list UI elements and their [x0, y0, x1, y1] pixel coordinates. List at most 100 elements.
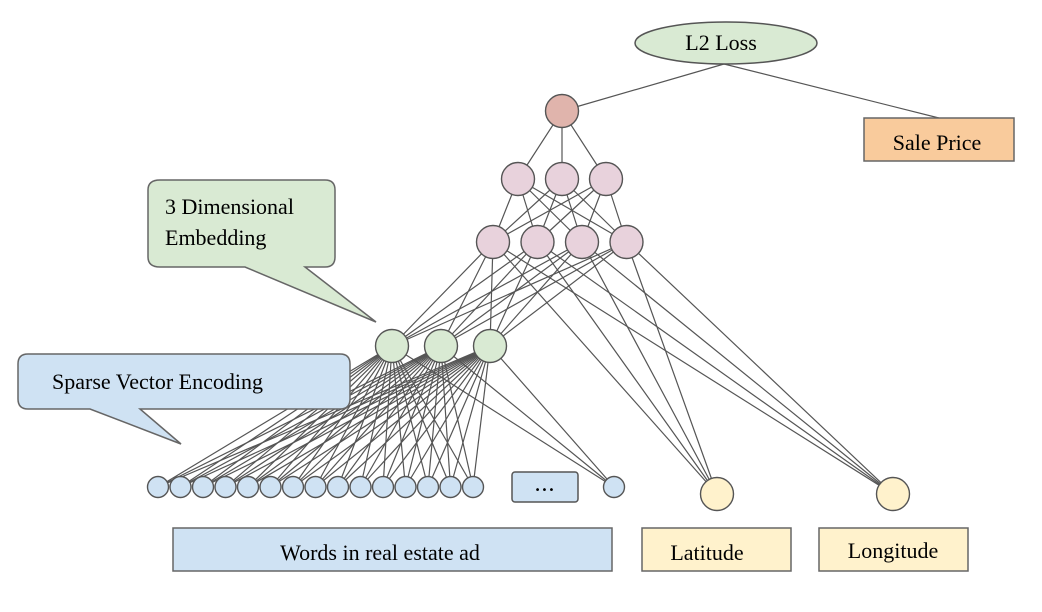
edge-geo-hidden1 [492, 241, 718, 495]
edge-word-embedding [359, 345, 442, 488]
network-edges [157, 63, 940, 495]
sparse-callout-label: Sparse Vector Encoding [52, 369, 263, 394]
word-node [394, 475, 417, 499]
edge-word-embedding [270, 345, 491, 488]
edge-word-embedding [440, 345, 615, 488]
words-box-label: Words in real estate ad [280, 540, 480, 565]
edge-word-embedding [382, 345, 442, 488]
edge-word-embedding [404, 345, 491, 488]
geo-input-node [699, 476, 735, 512]
word-node [214, 475, 237, 499]
edge-geo-hidden1 [492, 241, 894, 495]
edge-word-embedding [247, 345, 491, 488]
edge-word-embedding [404, 345, 442, 488]
sale-price-box [863, 117, 1015, 162]
edge-embedding-hidden1 [391, 241, 494, 347]
edge-word-embedding [180, 345, 393, 488]
longitude-box [818, 527, 969, 572]
hidden-layer2-node [500, 161, 536, 197]
hidden-layer2-node [544, 161, 580, 197]
embedding-callout-line2: Embedding [165, 225, 266, 250]
edge-word-embedding [292, 345, 393, 488]
sale-price-label: Sale Price [893, 130, 982, 155]
edge-word-embedding [270, 345, 442, 488]
edge-word-embedding [157, 345, 393, 488]
edge-word-embedding [315, 345, 491, 488]
embedding-callout [147, 179, 377, 323]
edge-hidden1-hidden2 [517, 178, 627, 243]
edge-embedding-hidden1 [489, 241, 583, 347]
edge-embedding-hidden1 [391, 241, 627, 347]
edge-word-embedding [391, 345, 429, 488]
edge-word-embedding [337, 345, 393, 488]
edge-embedding-hidden1 [440, 241, 583, 347]
edge-word-embedding [391, 345, 452, 488]
edge-word-embedding [292, 345, 491, 488]
edge-word-embedding [360, 345, 491, 488]
edge-word-embedding [440, 345, 452, 488]
loss-node [634, 21, 818, 65]
network-nodes [146, 93, 911, 512]
word-node [602, 475, 626, 499]
edge-geo-hidden1 [626, 241, 894, 495]
edge-word-embedding [247, 345, 442, 488]
edge-word-embedding [337, 345, 491, 488]
hidden-layer2-node [588, 161, 624, 197]
longitude-label: Longitude [848, 538, 938, 563]
edge-geo-hidden1 [581, 241, 894, 495]
word-node [281, 475, 305, 499]
word-node [416, 475, 440, 499]
words-box [172, 527, 613, 572]
output-node [544, 93, 580, 129]
word-node [259, 475, 282, 499]
edge-embedding-hidden1 [440, 241, 627, 347]
embedding-callout-line1: 3 Dimensional [165, 194, 294, 219]
loss-label: L2 Loss [685, 30, 757, 55]
word-node [371, 475, 395, 499]
edge-output-loss [561, 63, 725, 112]
word-node [169, 475, 192, 499]
edge-word-embedding [270, 345, 393, 488]
ellipsis-label: ••• [535, 485, 556, 496]
hidden-layer1-node [564, 224, 600, 260]
sparse-callout [17, 353, 351, 445]
geo-input-node [875, 476, 911, 512]
edge-word-embedding [489, 345, 615, 488]
edge-word-embedding [391, 345, 407, 488]
edge-embedding-hidden1 [391, 241, 538, 347]
latitude-box [641, 527, 792, 572]
edge-embedding-hidden1 [489, 241, 494, 347]
edge-word-embedding [314, 345, 393, 488]
edge-word-embedding [382, 345, 491, 488]
edge-word-embedding [202, 345, 393, 488]
edge-embedding-hidden1 [440, 241, 494, 347]
embedding-node [423, 328, 459, 364]
edge-saleprice-loss [723, 63, 940, 119]
edge-word-embedding [337, 345, 442, 488]
word-node [439, 475, 462, 499]
edge-geo-hidden1 [625, 241, 718, 495]
word-node [304, 475, 327, 499]
word-node [326, 475, 350, 499]
edge-word-embedding [359, 345, 393, 488]
ellipsis-box [511, 471, 579, 503]
edge-word-embedding [449, 345, 491, 488]
hidden-layer1-node [609, 224, 644, 260]
edge-word-embedding [427, 345, 491, 488]
edge-word-embedding [391, 345, 474, 488]
edge-word-embedding [225, 345, 393, 488]
hidden-layer1-node [475, 224, 511, 260]
edge-word-embedding [472, 345, 491, 488]
latitude-label: Latitude [670, 540, 743, 565]
edge-word-embedding [427, 345, 442, 488]
edge-word-embedding [315, 345, 442, 488]
word-node [146, 475, 170, 499]
word-node [191, 475, 215, 499]
word-node [461, 475, 485, 499]
edge-word-embedding [292, 345, 442, 488]
hidden-layer1-node [520, 224, 555, 260]
word-node [236, 475, 260, 499]
edge-geo-hidden1 [581, 241, 718, 495]
embedding-node [374, 328, 410, 364]
